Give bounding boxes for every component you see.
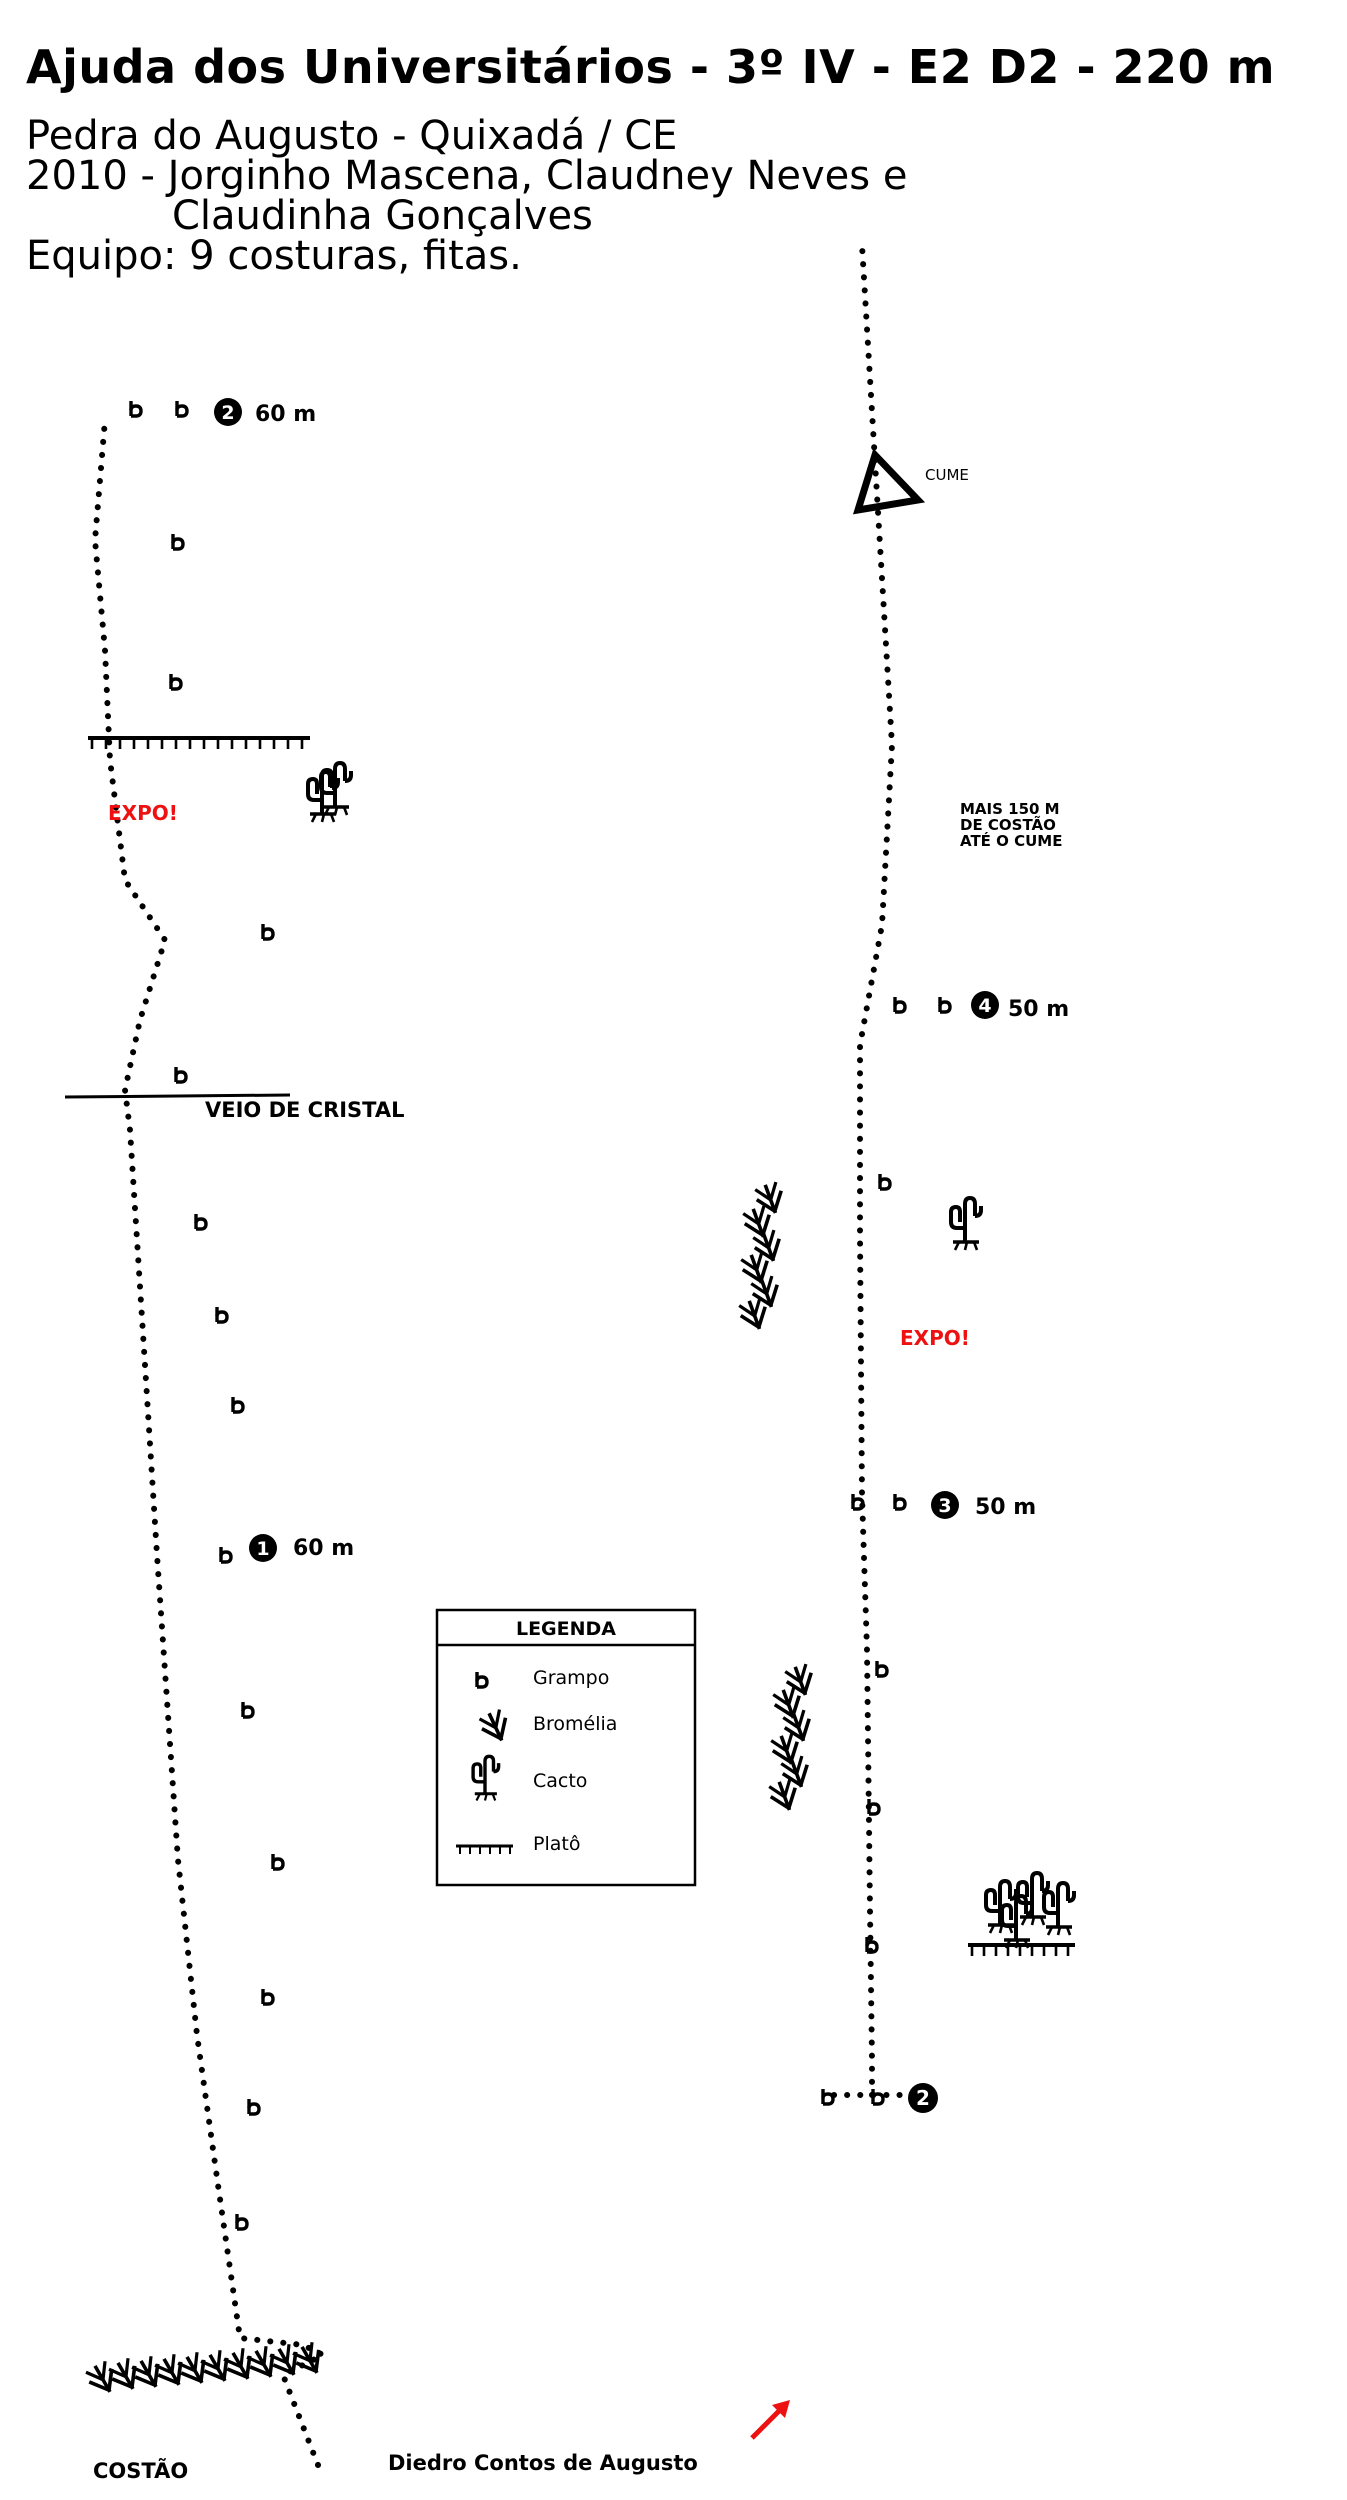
svg-text:1: 1 bbox=[256, 1538, 269, 1560]
pitch2-anchor-badge: 2 bbox=[214, 398, 242, 426]
bolt-icon bbox=[893, 1492, 907, 1511]
svg-text:2: 2 bbox=[221, 402, 234, 424]
bolt-icon bbox=[271, 1852, 285, 1871]
bolt-icon bbox=[174, 1065, 188, 1084]
legend-box: LEGENDA Grampo Bromélia Cacto Platô bbox=[435, 1608, 697, 1887]
legend-item-label: Grampo bbox=[533, 1667, 609, 1689]
expo-warning-left: EXPO! bbox=[108, 801, 178, 825]
legend-item-label: Platô bbox=[533, 1833, 580, 1855]
bolt-icon bbox=[175, 399, 189, 418]
neighbor-route-arrow bbox=[750, 2400, 790, 2440]
approach-note-line1: MAIS 150 M bbox=[960, 800, 1060, 818]
crystal-vein-line bbox=[64, 1093, 291, 1099]
route-location: Pedra do Augusto - Quixadá / CE bbox=[26, 113, 678, 159]
summit-label: CUME bbox=[925, 466, 969, 484]
legend-item-label: Bromélia bbox=[533, 1713, 617, 1735]
bolt-icon bbox=[871, 2087, 885, 2106]
bolt-icon bbox=[938, 995, 952, 1014]
route-credits-line1: 2010 - Jorginho Mascena, Claudney Neves … bbox=[26, 153, 908, 199]
pitch4-anchor-badge: 4 bbox=[971, 991, 999, 1019]
bolt-icon bbox=[867, 1797, 881, 1816]
bromeliad-cluster-lower bbox=[765, 1660, 820, 1817]
bolt-icon bbox=[821, 2087, 835, 2106]
pitch4-length-label: 50 m bbox=[1008, 997, 1069, 1022]
bolt-icon bbox=[893, 995, 907, 1014]
ledge-icon bbox=[88, 736, 310, 749]
slab-label: COSTÃO bbox=[93, 2458, 188, 2483]
route-title: Ajuda dos Universitários - 3º IV - E2 D2… bbox=[26, 40, 1276, 94]
pitch2-length-label: 60 m bbox=[255, 402, 316, 427]
pitch3-length-label: 50 m bbox=[975, 1495, 1036, 1520]
bolt-icon bbox=[241, 1700, 255, 1719]
bolt-icon bbox=[169, 672, 183, 691]
approach-note-line2: DE COSTÃO bbox=[960, 815, 1056, 834]
bolt-icon bbox=[219, 1545, 233, 1564]
approach-note-line3: ATÉ O CUME bbox=[960, 831, 1062, 850]
pitch1-anchor-badge: 1 bbox=[249, 1534, 277, 1562]
bolt-icon bbox=[261, 922, 275, 941]
route-credits-line2: Claudinha Gonçalves bbox=[172, 193, 593, 239]
svg-text:2: 2 bbox=[916, 2086, 930, 2110]
ledge-icon bbox=[456, 1844, 513, 1854]
expo-warning-right: EXPO! bbox=[900, 1326, 970, 1350]
bolt-icon bbox=[235, 2212, 249, 2231]
pitch1-length-label: 60 m bbox=[293, 1536, 354, 1561]
bolt-icon bbox=[194, 1212, 208, 1231]
legend-title: LEGENDA bbox=[516, 1618, 616, 1640]
bolt-icon bbox=[875, 1659, 889, 1678]
crystal-vein-label: VEIO DE CRISTAL bbox=[205, 1098, 405, 1122]
cactus-icon bbox=[306, 761, 353, 824]
bolt-icon bbox=[231, 1395, 245, 1414]
bolt-icon bbox=[171, 532, 185, 551]
summit-icon bbox=[852, 448, 926, 515]
bolt-icon bbox=[851, 1492, 865, 1511]
bolt-icon bbox=[878, 1172, 892, 1191]
svg-text:3: 3 bbox=[938, 1495, 951, 1517]
bolt-icon bbox=[215, 1305, 229, 1324]
cactus-icon bbox=[949, 1196, 983, 1252]
pitch3-anchor-badge: 3 bbox=[931, 1491, 959, 1519]
route-line-pitch3-pitch4 bbox=[857, 242, 896, 2098]
route-line-pitch1-pitch2 bbox=[91, 417, 330, 2468]
bolt-icon bbox=[129, 399, 143, 418]
topo-header: Ajuda dos Universitários - 3º IV - E2 D2… bbox=[26, 40, 1326, 276]
svg-text:4: 4 bbox=[978, 995, 991, 1017]
legend-item-label: Cacto bbox=[533, 1770, 587, 1792]
neighbor-route-label: Diedro Contos de Augusto bbox=[388, 2451, 698, 2475]
bolt-icon bbox=[247, 2097, 261, 2116]
route-gear: Equipo: 9 costuras, fitas. bbox=[26, 233, 522, 279]
traverse-anchor-badge: 2 bbox=[908, 2083, 938, 2113]
bolt-icon bbox=[261, 1987, 275, 2006]
bromeliad-cluster-upper bbox=[735, 1178, 790, 1336]
cactus-cluster-ledge bbox=[968, 1871, 1076, 1956]
